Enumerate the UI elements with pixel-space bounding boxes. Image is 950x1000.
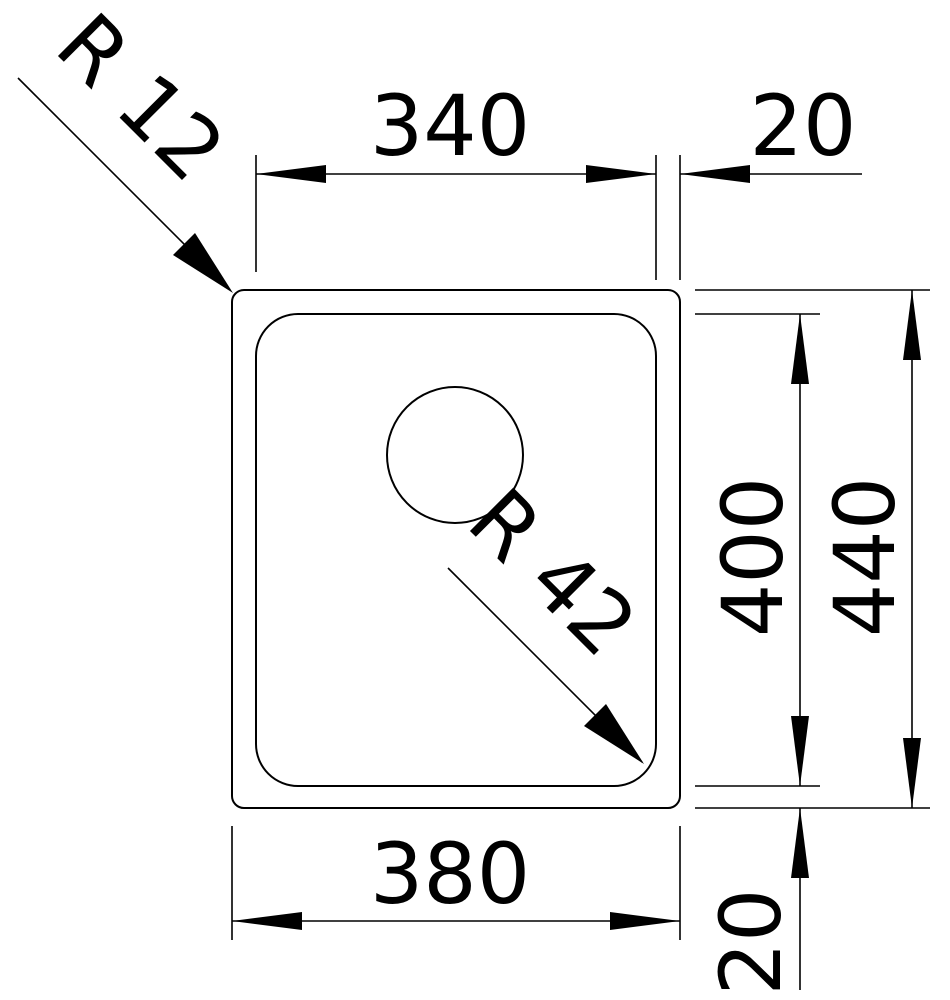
radius-leader-outer: R 12 [17, 0, 243, 293]
dimension-outer-width: 380 [231, 825, 681, 940]
dimension-label-340: 340 [370, 77, 530, 175]
dimension-label-20-bottom: 20 [702, 889, 800, 996]
radius-leader-inner: R 42 [447, 470, 655, 764]
dimension-label-400: 400 [704, 477, 802, 637]
dimension-bottom-rim: 20 [702, 808, 809, 995]
dimension-label-440: 440 [816, 477, 914, 637]
sink-outer-rim [231, 289, 681, 809]
dimension-inner-depth: 400 [695, 313, 820, 787]
dimension-rim-width: 20 [679, 77, 862, 280]
dimension-label-20-top: 20 [750, 77, 857, 175]
dimension-inner-width: 340 [255, 77, 657, 280]
sink-plan [231, 289, 681, 809]
radius-label-r42: R 42 [450, 470, 655, 675]
drain-hole [386, 386, 524, 524]
radius-label-r12: R 12 [38, 0, 243, 200]
dimension-outer-depth: 440 [695, 289, 930, 809]
dimension-label-380: 380 [370, 825, 530, 923]
sink-inner-bowl [255, 313, 657, 787]
